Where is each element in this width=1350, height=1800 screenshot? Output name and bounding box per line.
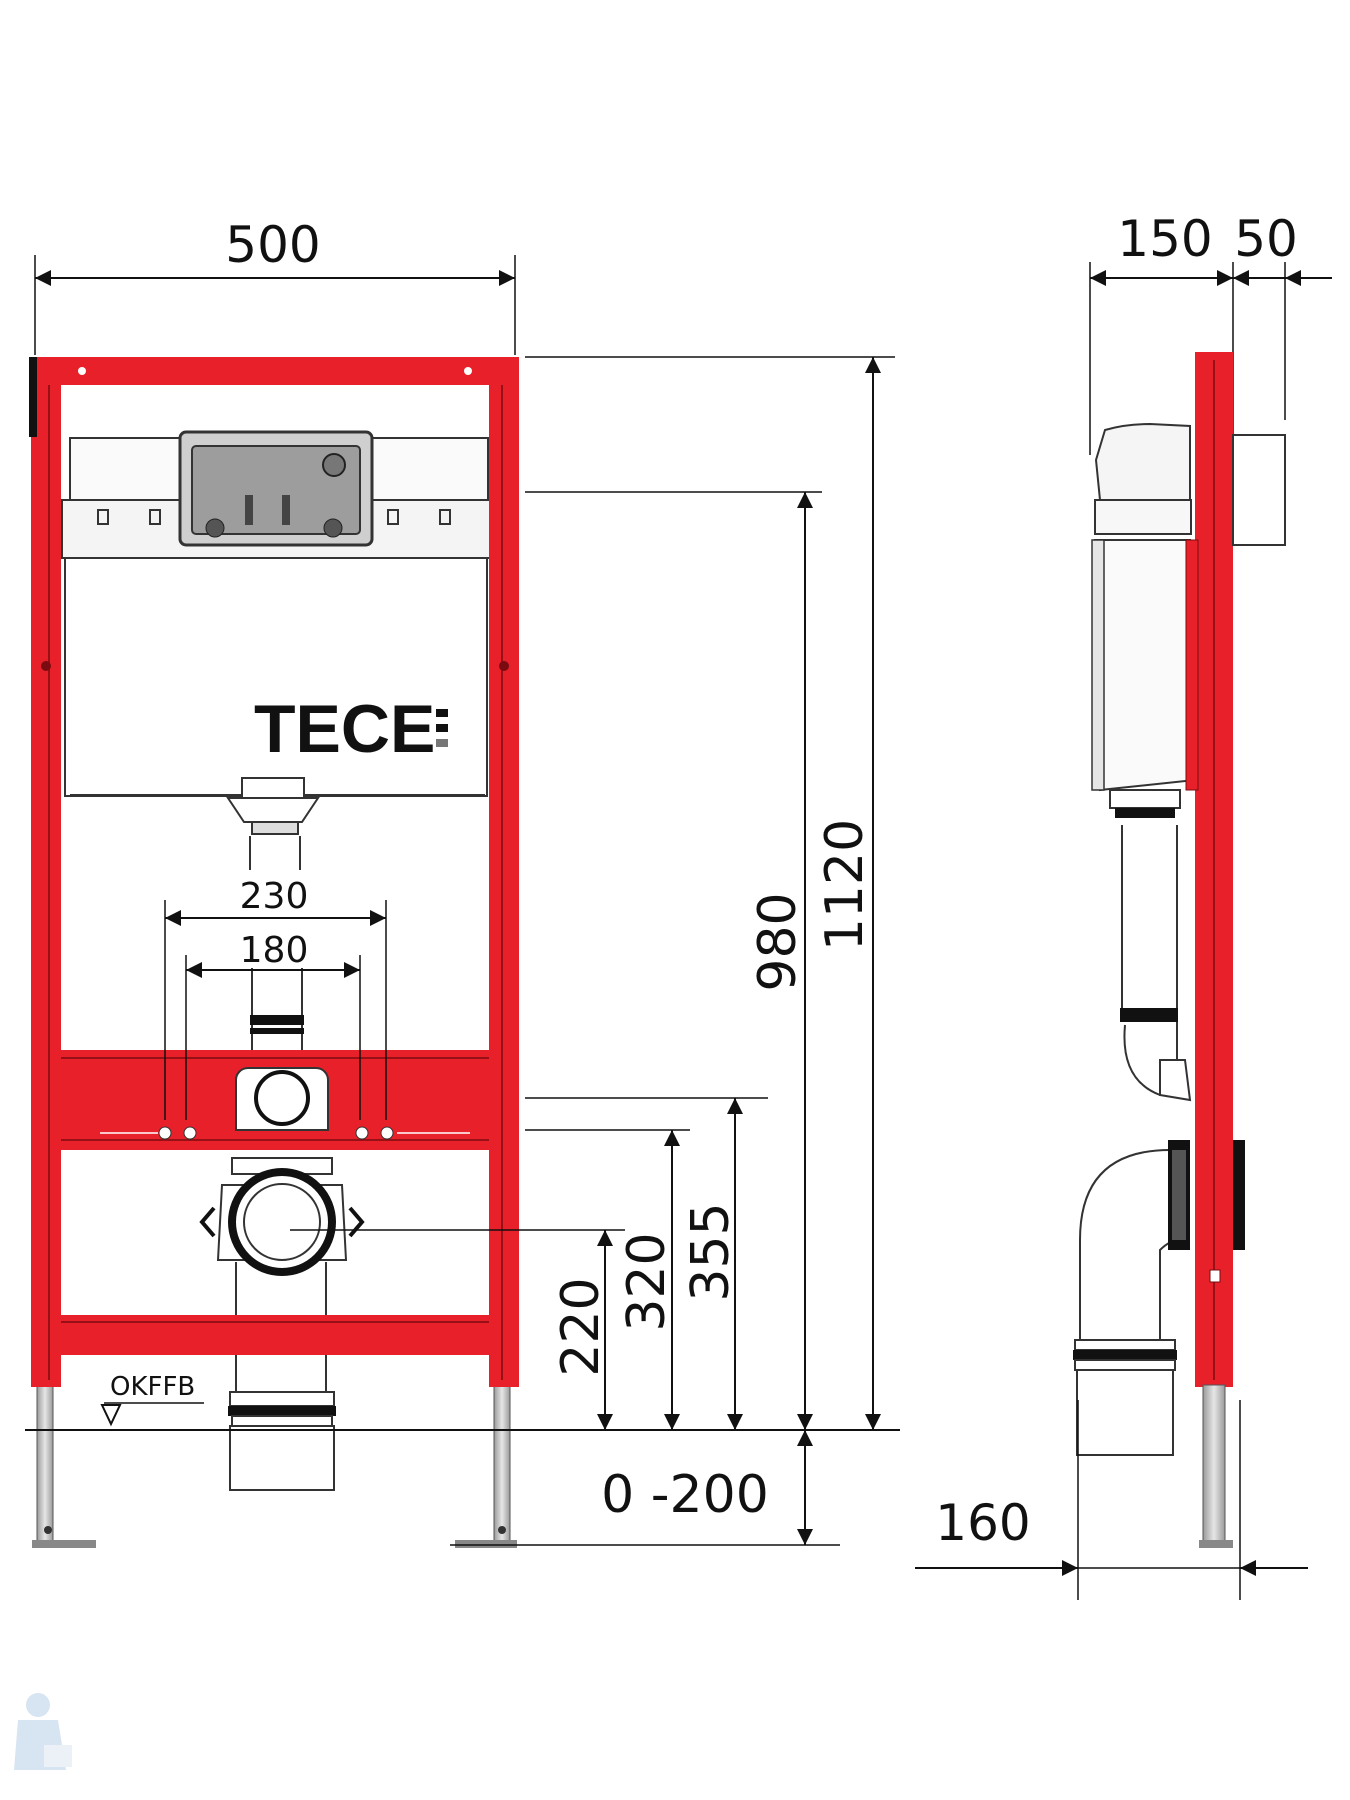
cistern: TECE [61,430,493,1055]
left-leg [36,1384,54,1546]
foot-depth-label: 160 [935,1494,1030,1552]
right-leg [493,1384,511,1546]
mounting-rail [100,1067,470,1140]
outlet-height-label: 220 [551,1277,611,1376]
rail-height-label: 320 [617,1232,677,1331]
inner-spacing-label: 180 [240,930,309,971]
depth-label: 150 [1117,210,1212,268]
red-frame [31,357,519,1387]
width-label: 500 [225,216,320,274]
bracket-height-label: 355 [681,1202,741,1301]
adjustment-label: 0 -200 [601,1465,769,1525]
actuator-plate [1232,434,1286,546]
floor-marker-label: OKFFB [110,1372,195,1402]
inner-width-label: 230 [240,876,309,917]
cistern-height-label: 980 [748,892,808,991]
panel-label: 50 [1234,210,1298,268]
total-height-label: 1120 [815,819,875,951]
side-view: 150 50 [915,210,1332,1600]
front-view: 500 TECE [25,216,900,1548]
brand-logo: TECE [254,691,435,767]
height-dimensions: 1120 980 355 320 220 0 -200 [290,356,895,1546]
plumber-watermark [14,1693,72,1770]
drain-outlet [199,1157,365,1491]
